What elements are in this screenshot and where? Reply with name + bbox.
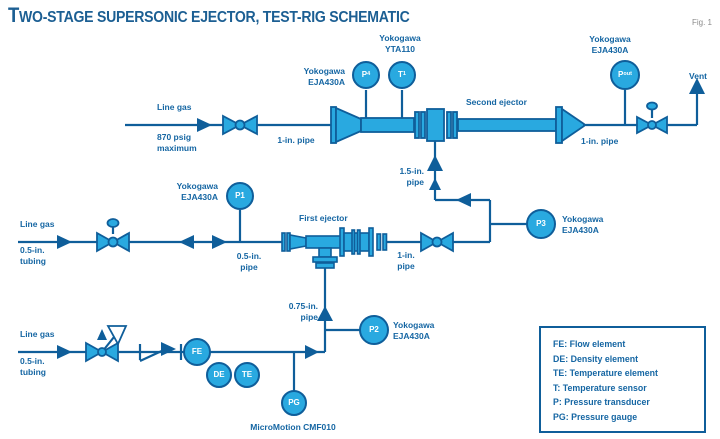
p2-label: P2 <box>369 325 379 334</box>
pressure-transducer-p2: P2 <box>359 315 389 345</box>
legend-item-pg: PG: Pressure gauge <box>553 411 638 422</box>
label-line-gas-middle: Line gas <box>20 219 55 229</box>
legend-item-t: T: Temperature sensor <box>553 382 647 393</box>
p1-label: P1 <box>235 191 245 200</box>
legend-item-te: TE: Temperature element <box>553 368 658 379</box>
temperature-element-te: TE <box>234 362 260 388</box>
pressure-transducer-p3: P3 <box>526 209 556 239</box>
label-second-ejector: Second ejector <box>466 97 527 107</box>
label-075in-pipe: 0.75-in.pipe <box>288 301 318 322</box>
p4-sub: 4 <box>367 71 371 78</box>
label-micromotion: MicroMotion CMF010 <box>250 422 336 432</box>
first-ejector-body <box>281 227 388 269</box>
valve-icons <box>85 101 668 363</box>
label-05in-tubing-middle: 0.5-in.tubing <box>20 245 46 266</box>
label-1in-pipe-top-left: 1-in. pipe <box>277 135 315 145</box>
label-05in-tubing-bottom: 0.5-in.tubing <box>20 356 46 377</box>
label-15in-pipe: 1.5-in.pipe <box>399 166 424 187</box>
pressure-gauge-pg: PG <box>281 390 307 416</box>
flow-element-fe: FE <box>183 338 211 366</box>
label-vent: Vent <box>689 71 707 81</box>
legend-item-de: DE: Density element <box>553 353 639 364</box>
pg-label: PG <box>288 398 300 407</box>
t1-sub: 1 <box>402 71 406 78</box>
density-element-de: DE <box>206 362 232 388</box>
label-line-gas-bottom: Line gas <box>20 329 55 339</box>
fe-label: FE <box>191 347 203 356</box>
te-label: TE <box>241 370 253 379</box>
de-label: DE <box>213 370 225 379</box>
label-1in-pipe-middle: 1-in.pipe <box>397 250 415 271</box>
legend-box: FE: Flow element DE: Density element TE:… <box>539 326 706 433</box>
pressure-transducer-p1: P1 <box>226 182 254 210</box>
legend-item-fe: FE: Flow element <box>553 339 626 349</box>
t1-label: T <box>398 70 403 79</box>
pout-sub: out <box>623 71 632 78</box>
label-line-gas-top: Line gas <box>157 102 192 112</box>
second-ejector-body <box>330 106 585 144</box>
pout-label: P <box>618 70 624 79</box>
figure-title: TWO-STAGE SUPERSONIC EJECTOR, TEST-RIG S… <box>8 4 410 27</box>
legend-item-p: P: Pressure transducer <box>553 397 650 408</box>
label-1in-pipe-top-right: 1-in. pipe <box>581 136 619 146</box>
pipe-lines <box>18 90 699 391</box>
p4-label: P <box>361 70 368 79</box>
label-05in-pipe: 0.5-in.pipe <box>236 251 262 272</box>
p3-label: P3 <box>536 219 546 228</box>
flow-arrow-icons <box>57 78 705 359</box>
label-first-ejector: First ejector <box>299 213 348 223</box>
figure-number: Fig. 1 <box>691 18 712 27</box>
